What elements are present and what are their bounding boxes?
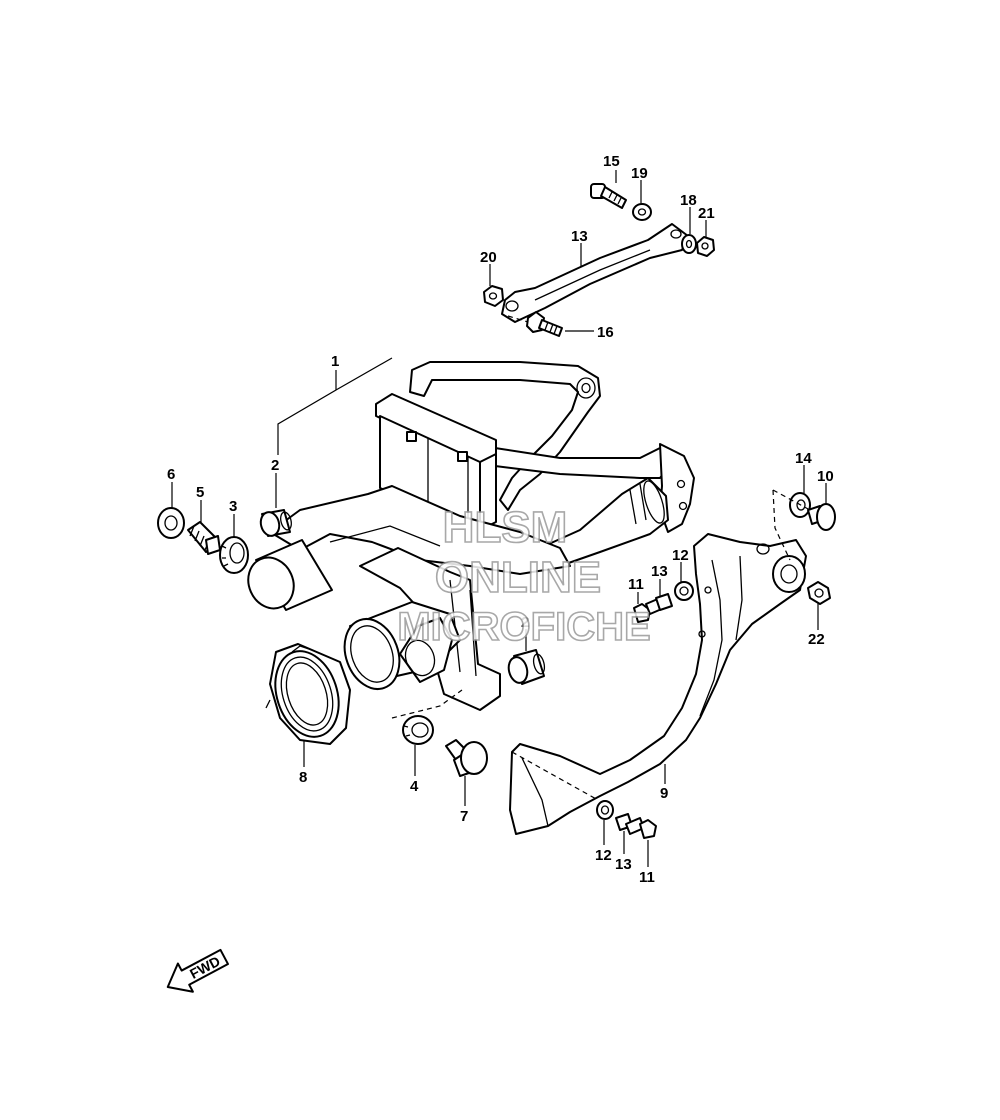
callout-3: 3 (229, 498, 237, 515)
callout-16: 16 (597, 324, 614, 341)
bolt-11-lower (625, 817, 657, 839)
callout-18: 18 (680, 192, 697, 209)
callout-10: 10 (817, 468, 834, 485)
washer-18 (681, 234, 697, 254)
nut-20 (483, 285, 504, 307)
callout-5: 5 (196, 484, 204, 501)
callout-20: 20 (480, 249, 497, 266)
callout-2-upper: 2 (271, 457, 279, 474)
bushing-2-lower (507, 649, 546, 685)
callout-17: 15 (603, 153, 620, 170)
callout-22: 22 (808, 631, 825, 648)
clamp-bracket-9 (509, 533, 807, 835)
callout-12-lower: 12 (595, 847, 612, 864)
forward-arrow-icon: FWD (166, 948, 230, 993)
callout-12-upper: 12 (672, 547, 689, 564)
swivel-tube-boss (247, 539, 333, 611)
callout-11-lower: 11 (639, 869, 655, 886)
bolt-10 (807, 503, 836, 531)
callout-2-lower: 2 (521, 614, 529, 631)
callout-1: 1 (331, 353, 339, 370)
watermark-line-3: MICROFICHE (397, 605, 650, 649)
washer-6 (157, 507, 185, 539)
watermark-line-1: HLSM (443, 503, 568, 552)
washer-12-lower (596, 800, 614, 820)
leader-lines (171, 170, 827, 867)
callout-9: 9 (660, 785, 668, 802)
bushing-2-upper (259, 509, 292, 537)
callout-7: 7 (460, 808, 468, 825)
callouts: 15 19 18 21 13 20 16 1 2 6 14 10 5 3 12 … (167, 153, 834, 886)
washer-19 (632, 203, 652, 221)
callout-14: 14 (795, 450, 812, 467)
callout-8: 8 (299, 769, 307, 786)
bolt-17 (590, 183, 627, 209)
plug-7 (445, 739, 488, 777)
watermark-line-2: ONLINE (435, 553, 601, 602)
bearing-4 (402, 715, 434, 745)
callout-6: 6 (167, 466, 175, 483)
washer-12-upper (674, 581, 694, 601)
callout-11-upper: 11 (628, 576, 644, 593)
callout-19: 19 (631, 165, 648, 182)
nut-21 (696, 236, 715, 257)
torque-rod-assembly (483, 183, 715, 337)
callout-13-upper: 13 (651, 563, 668, 580)
bolt-16 (526, 311, 563, 337)
callout-13-lower: 13 (615, 856, 632, 873)
callout-4: 4 (410, 778, 419, 795)
callout-21: 21 (698, 205, 715, 222)
callout-15: 13 (571, 228, 588, 245)
bearing-3 (219, 536, 249, 574)
bolt-5 (187, 521, 221, 555)
engine-mount-frame (409, 361, 695, 567)
swivel-bracket-1 (247, 393, 571, 711)
housing-ring-8 (265, 643, 351, 745)
collar-13-upper (655, 593, 673, 611)
nut-22 (807, 581, 831, 605)
watermark: HLSM ONLINE MICROFICHE (397, 502, 652, 650)
